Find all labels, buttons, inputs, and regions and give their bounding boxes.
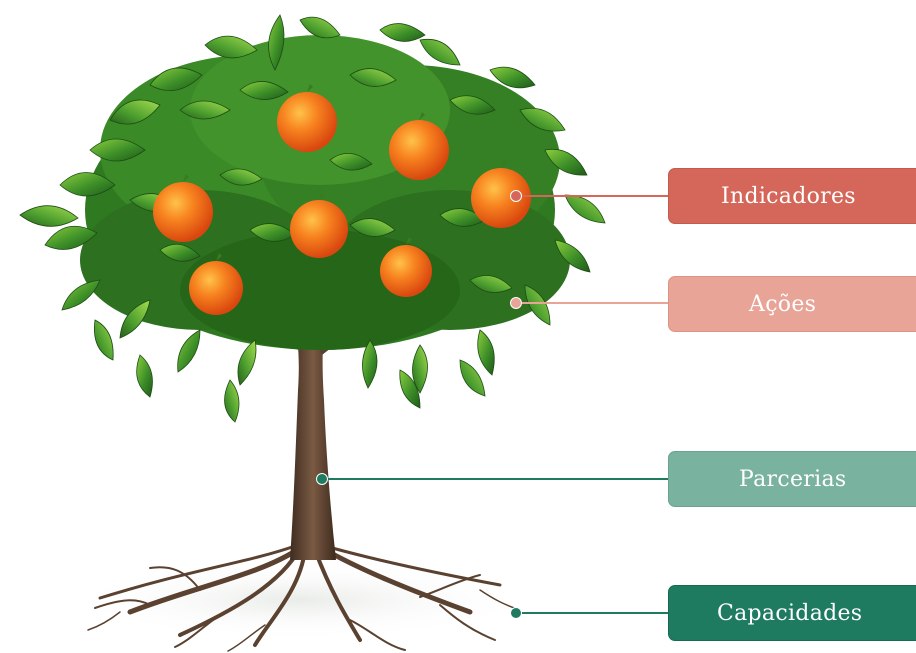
label-parcerias: Parcerias [668, 451, 916, 507]
oranges [153, 84, 531, 315]
orange-fruit [153, 174, 213, 242]
label-capacidades-text: Capacidades [717, 600, 863, 626]
label-indicadores-text: Indicadores [721, 183, 856, 209]
orange-fruit [389, 112, 449, 180]
connector-indicadores [510, 190, 670, 202]
label-acoes: Ações [668, 276, 916, 332]
label-indicadores: Indicadores [668, 168, 916, 224]
orange-fruit [290, 192, 348, 258]
connector-acoes [510, 297, 670, 309]
label-acoes-text: Ações [749, 291, 817, 317]
orange-fruit [471, 160, 531, 228]
orange-fruit [380, 237, 432, 297]
connector-capacidades [510, 607, 670, 619]
label-capacidades: Capacidades [668, 585, 916, 641]
ground-shadow [60, 560, 540, 640]
orange-fruit [277, 84, 337, 152]
label-parcerias-text: Parcerias [739, 466, 847, 492]
orange-fruit [189, 253, 243, 315]
connector-parcerias [316, 473, 670, 485]
tree-roots [87, 544, 521, 652]
